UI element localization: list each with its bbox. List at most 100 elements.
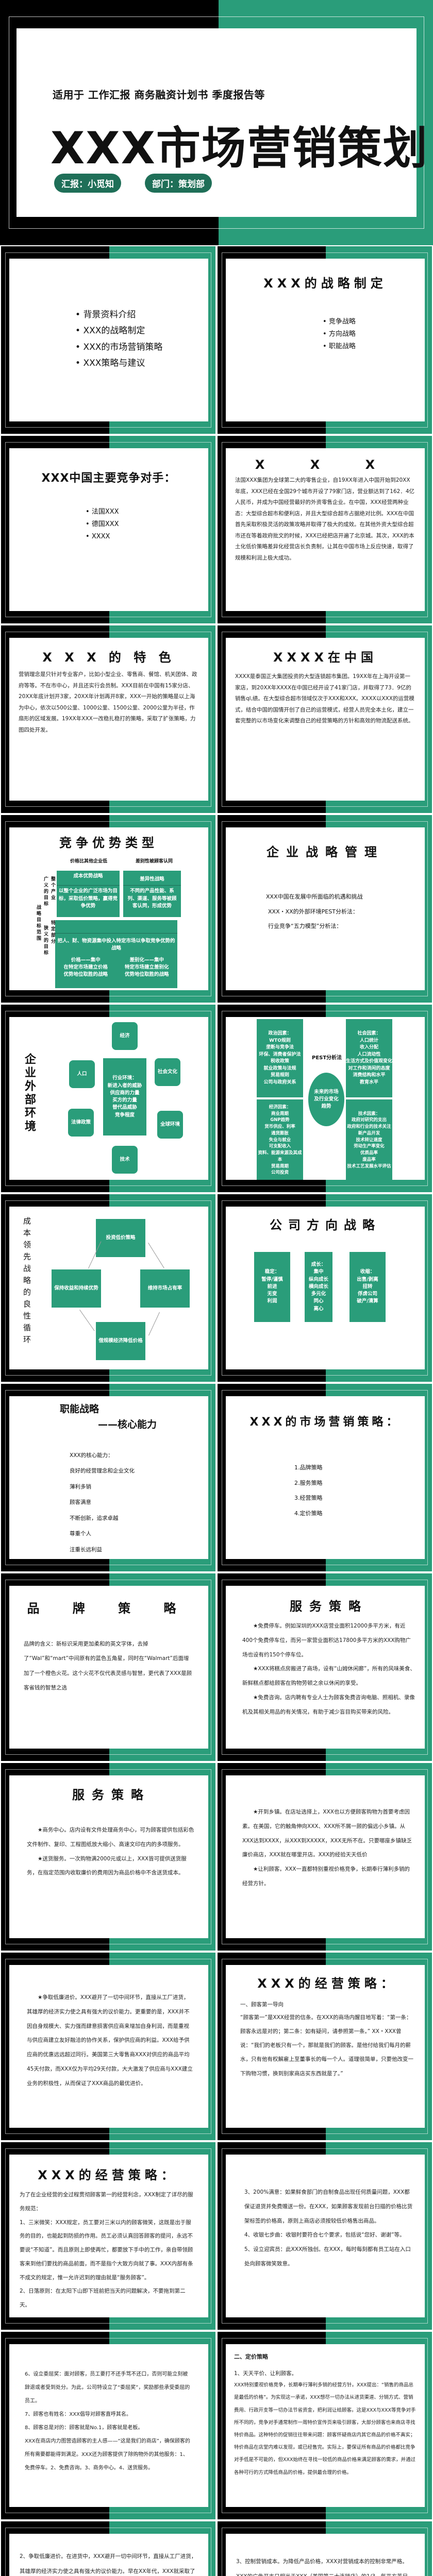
connector-line	[79, 1310, 95, 1331]
slide-in-china[interactable]: XXXX在中国 XXXX是泰国正大集团投资的大型连锁超市集团。19XX年在上海开…	[216, 624, 433, 814]
management-line: XXX中国在发展中所面临的机遇和挑战	[266, 893, 363, 900]
diff-focus: 差别化——集中 特定市场建立差别化 优势地位取胜的战略	[124, 957, 169, 978]
slide-paper: 二、定价策略 1、天天平价、让利顾客。 XXX特别重视价格竞争，长期奉行薄利多销…	[226, 2344, 425, 2507]
slide-management[interactable]: 企业战略管理 XXX中国在发展中所面临的机遇和挑战 XXX・XX的外部环境PES…	[216, 814, 433, 1004]
slide-marketing[interactable]: XXX的市场营销策略： 1.品牌策略 2.服务策略 3.经营策略 4.定价策略	[216, 1383, 433, 1572]
service-paragraph: ★XXX将糕点房搬进了商场，设有“山姆休闲廊”，所有的风味美食、新鲜糕点都给顾客…	[242, 1666, 415, 1687]
slide-body: 品牌的含义：新标识采用更加柔和的英文字体，去掉了“Wal”和“mart”中间原有…	[24, 1641, 192, 1691]
slide-subtitle: ——核心能力	[98, 1419, 157, 1430]
slide-pricing-1[interactable]: 二、定价策略 1、天天平价、让利顾客。 XXX特别重视价格竞争，长期奉行薄利多销…	[216, 2331, 433, 2520]
slide-body: 法国XXX集团为全球第二大的零售企业，自19XX年进入中国开始到20XX年底，X…	[235, 477, 415, 561]
competitor-item: 德国XXX	[86, 518, 199, 531]
slide-title: 竞争优势类型	[59, 836, 158, 850]
row-label: 整个产业	[50, 876, 55, 901]
slide-purchase[interactable]: ★争取低廉进价。XXX避开了一切中间环节，直接从工厂进货，其雄厚的经济实力使之具…	[0, 1952, 216, 2141]
slide-paper: XXXX在中国 XXXX是泰国正大集团投资的大型连锁超市集团。19XX年在上海开…	[226, 638, 425, 801]
purchase-paragraph: ★争取低廉进价。XXX避开了一切中间环节，直接从工厂进货，其雄厚的经济实力使之具…	[27, 1994, 193, 2087]
slide-body: 营销理念是只针对专业客户，比如小型企业、零售商、餐馆、机关团体、政府等等。不在市…	[19, 671, 197, 733]
slide-title: 公司方向战略	[270, 1218, 381, 1232]
slide-service-3[interactable]: ★开到乡镇。在店址选择上，XXX也以方便顾客购物为首要考虑因素。在美国，它的触角…	[216, 1762, 433, 1952]
slide-toc[interactable]: 背景资料介绍 XXX的战略制定 XXX的市场营销策略 XXX策略与建议	[0, 245, 216, 435]
industry-env-box: 行业环境： 新进入者的威胁 供应商的力量 买方的力量 替代品威胁 竞争程度	[103, 1058, 146, 1136]
slide-cost-cycle[interactable]: 成本领先战略的良性循环 投资低价策略 保持收益和持续优势 维持市场占有率 借规模…	[0, 1193, 216, 1383]
slide-ops-4[interactable]: 6、设立委屈奖：面对顾客，员工要打不还手骂不还口，否则可能立刻被辞退或者受到处分…	[0, 2331, 216, 2520]
slide-paper: X X X 的 特 色 营销理念是只针对专业客户，比如小型企业、零售商、餐馆、机…	[9, 638, 208, 801]
service-paragraph: ★开到乡镇。在店址选择上，XXX也以方便顾客购物为首要考虑因素。在美国，它的触角…	[242, 1809, 412, 1858]
ops-paragraph: 2、日落原则：在太阳下山即下班前把当天的问题解决，不要拖到第二天。	[20, 2288, 186, 2309]
slide-paper: ★开到乡镇。在店址选择上，XXX也以方便顾客购物为首要考虑因素。在美国，它的触角…	[226, 1775, 425, 1938]
core-item: 良好的经营理念和企业文化	[70, 1468, 135, 1475]
slide-title: XXX的经营策略：	[257, 1976, 397, 1991]
marketing-list: 1.品牌策略 2.服务策略 3.经营策略 4.定价策略	[294, 1460, 415, 1521]
toc-item: XXX的战略制定	[75, 323, 199, 339]
box-text: 把人、财、物资源集中投入特定市场以争取竞争优势的战略	[57, 938, 175, 952]
tech-box: 技术因素： 政府对研究的支出 政府和行业的技术关注 新产品开发 技术转让速度 劳…	[346, 1099, 392, 1180]
ops-paragraph: 3、200%满意：如果鲜食部门的自制食品出现任何质量问题，XXX都保证退货并免费…	[244, 2189, 413, 2224]
frame-line	[222, 252, 428, 428]
ops-heading: 一、顾客第一导向	[240, 2002, 284, 2008]
ops-paragraph: 8、顾客总是对的：顾客就是No.1，顾客就是老板。	[25, 2425, 143, 2431]
economic-box: 经济因素： 商业周期 GNP趋势 货币供应、利率 通货膨胀 失业与就业 可支配收…	[257, 1099, 303, 1180]
slide-advantage[interactable]: 竞争优势类型 价格比其他企业低 差别性被顾客认同 战略目标范围 广义的目标 整个…	[0, 814, 216, 1004]
slide-xxx-intro[interactable]: X X X 法国XXX集团为全球第二大的零售企业，自19XX年进入中国开始到20…	[216, 435, 433, 624]
toc-list: 背景资料介绍 XXX的战略制定 XXX的市场营销策略 XXX策略与建议	[75, 307, 199, 372]
slide-body: XXXX是泰国正大集团投资的大型连锁超市集团。19XX年在上海开设第一家店，到2…	[235, 673, 414, 724]
slide-body: XXX特别重视价格竞争，长期奉行薄利多销的经营方针。XXX提出：“销售的商品总是…	[234, 2382, 416, 2476]
cycle-node: 保持收益和持续优势	[52, 1269, 101, 1308]
slide-competitors[interactable]: XXX中国主要竞争对手： 法国XXX 德国XXX XXXX	[0, 435, 216, 624]
frame-line	[222, 442, 428, 617]
slide-external-env[interactable]: 企业外部环境 行业环境： 新进入者的威胁 供应商的力量 买方的力量 替代品威胁 …	[0, 1004, 216, 1193]
slide-body: 为了在企业经营的全过程贯彻顾客第一的经营利念，XXX制定了详尽的服务规范： 1、…	[20, 2188, 196, 2312]
cost-advantage-box: 成本优势战略 以整个企业的广泛市场为目标，采取低价策略，赢得竞争优势	[57, 871, 120, 917]
slide-paper: XXX的战略制定 竞争战略 方向战略 职能战略	[226, 259, 425, 421]
box-head: 成本优势战略	[57, 873, 120, 886]
slide-ops-1[interactable]: XXX的经营策略： 一、顾客第一导向 “顾客第一”是XXX经营的信条。在XXX的…	[216, 1952, 433, 2141]
slide-paper: 背景资料介绍 XXX的战略制定 XXX的市场营销策略 XXX策略与建议	[9, 259, 208, 421]
slide-direction[interactable]: 公司方向战略 稳定： 暂停/谨慎 前进 无变 利润 成长： 集中 纵向成长 横向…	[216, 1193, 433, 1383]
slide-pricing-2[interactable]: 2、争取低廉进价。在进货中，XXX避开一切中间环节，直接从工厂进货，其雄厚的经济…	[0, 2520, 216, 2576]
price-focus: 价格——集中 在特定市场建立价格 优势地位取胜的战略	[63, 957, 108, 978]
slide-pricing-3[interactable]: 3、控制营销成本。为降低产品价格，XXX对营销成本的控制非常严格。XXX的广告开…	[216, 2520, 433, 2576]
focus-box: 把人、财、物资源集中投入特定市场以争取竞争优势的战略 价格——集中 在特定市场建…	[55, 920, 177, 988]
slide-ops-3[interactable]: 3、200%满意：如果鲜食部门的自制食品出现任何质量问题，XXX都保证退货并免费…	[216, 2141, 433, 2331]
reporter-pill: 汇报：小觅知	[54, 174, 121, 193]
slide-paper: X X X 法国XXX集团为全球第二大的零售企业，自19XX年进入中国开始到20…	[226, 448, 425, 611]
slide-title: XXX的经营策略：	[38, 2168, 178, 2182]
stable-box: 稳定： 暂停/谨慎 前进 无变 利润	[254, 1252, 290, 1322]
management-line: XXX・XX的外部环境PEST分析法：	[268, 908, 358, 915]
competitor-item: XXXX	[86, 531, 199, 543]
slide-body: 6、设立委屈奖：面对顾客，员工要打不还手骂不还口，否则可能立刻被辞退或者受到处分…	[25, 2368, 193, 2475]
slide-brand[interactable]: 品 牌 策 略 品牌的含义：新标识采用更加柔和的英文字体，去掉了“Wal”和“m…	[0, 1572, 216, 1762]
toc-item: 背景资料介绍	[75, 307, 199, 323]
slide-body: 2、争取低廉进价。在进货中，XXX避开一切中间环节，直接从工厂进货，其雄厚的经济…	[20, 2553, 197, 2574]
strategy-item: 方向战略	[323, 328, 415, 341]
slide-paper: 服务策略 ★免费停车。例如深圳的XXX店营业面积12000多平方米，有近400个…	[226, 1586, 425, 1749]
service-paragraph: ★免费咨询。店内聘有专业人士为顾客免费咨询电脑、照相机、录像机及其相关用品的有关…	[242, 1694, 415, 1715]
cover-slide: 适用于 工作汇报 商务融资计划书 季度报告等 XXX市场营销策划 汇报：小觅知 …	[0, 0, 433, 245]
slide-paper: 2、争取低廉进价。在进货中，XXX避开一切中间环节，直接从工厂进货，其雄厚的经济…	[9, 2534, 208, 2576]
slide-features[interactable]: X X X 的 特 色 营销理念是只针对专业客户，比如小型企业、零售商、餐馆、机…	[0, 624, 216, 814]
slide-paper: XXX的经营策略： 一、顾客第一导向 “顾客第一”是XXX经营的信条。在XXX的…	[226, 1965, 425, 2128]
service-paragraph: ★送货服务。一次购物满2000元或以上，XXX皆可提供送货服务，在指定范围内收取…	[27, 1855, 187, 1876]
box-text: 以整个企业的广泛市场为目标，采取低价策略，赢得竞争优势	[59, 888, 118, 909]
political-box: 政治因素： WTO规则 垄断与竞争法 环保、消费者保护法 税收政策 就业政策与法…	[257, 1019, 303, 1097]
slide-service-2[interactable]: 服务策略 ★商务中心。店内设有文件处理商务中心，可为顾客提供包括彩色文件制作、复…	[0, 1762, 216, 1952]
env-node: 技术	[112, 1146, 138, 1174]
frame-line	[5, 1769, 211, 1944]
core-item: 薄利多销	[70, 1483, 91, 1490]
slide-service-1[interactable]: 服务策略 ★免费停车。例如深圳的XXX店营业面积12000多平方米，有近400个…	[216, 1572, 433, 1762]
slide-body: 3、200%满意：如果鲜食部门的自制食品出现任何质量问题，XXX都保证退货并免费…	[244, 2185, 413, 2272]
frame-line	[222, 821, 428, 996]
slide-body: ★商务中心。店内设有文件处理商务中心，可为顾客提供包括彩色文件制作、复印、工程图…	[27, 1823, 196, 1880]
slide-core[interactable]: 职能战略 ——核心能力 XXX的核心能力： 良好的经营理念和企业文化 薄利多销 …	[0, 1383, 216, 1572]
slide-paper: 成本领先战略的良性循环 投资低价策略 保持收益和持续优势 维持市场占有率 借规模…	[9, 1207, 208, 1369]
slide-pest[interactable]: 政治因素： WTO规则 垄断与竞争法 环保、消费者保护法 税收政策 就业政策与法…	[216, 1004, 433, 1193]
slide-title: 品 牌 策 略	[27, 1601, 191, 1616]
slide-title: 职能战略	[60, 1403, 99, 1415]
ops-paragraph: 为了在企业经营的全过程贯彻顾客第一的经营利念，XXX制定了详尽的服务规范：	[20, 2192, 193, 2212]
management-line: 行业竞争“五力模型”分析法：	[268, 923, 342, 930]
slide-ops-2[interactable]: XXX的经营策略： 为了在企业经营的全过程贯彻顾客第一的经营利念，XXX制定了详…	[0, 2141, 216, 2331]
env-node: 经济	[112, 1022, 138, 1050]
slide-strategy[interactable]: XXX的战略制定 竞争战略 方向战略 职能战略	[216, 245, 433, 435]
cover-pills: 汇报：小觅知 部门：策划部	[54, 174, 212, 193]
